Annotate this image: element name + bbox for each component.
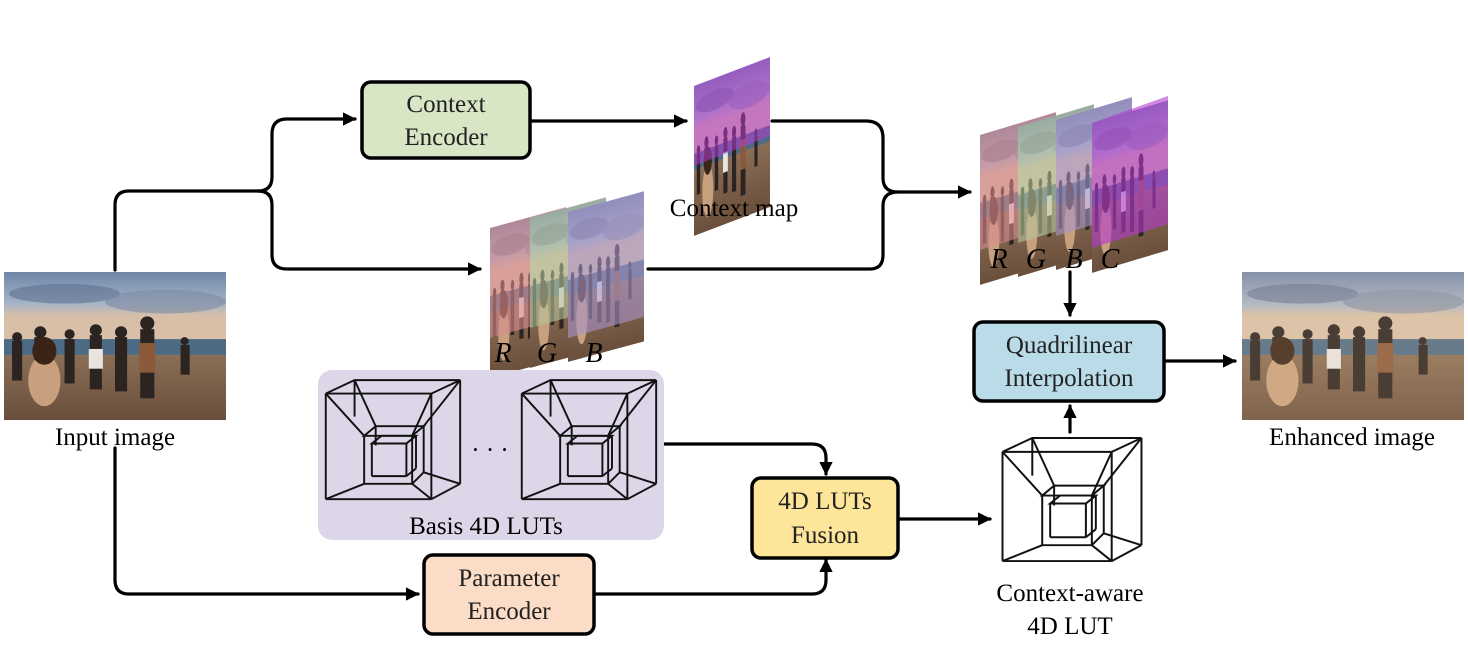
- edge-input-to-split: [113, 189, 260, 272]
- edge-basis-to-fusion: [662, 442, 833, 476]
- rgbc-tint-c: [1092, 96, 1168, 248]
- edge-split-to-rgb: [256, 189, 482, 276]
- edge-param-to-fusion: [594, 558, 833, 596]
- context-encoder-node: Context Encoder: [360, 80, 532, 160]
- context-map-label: Context map: [670, 195, 798, 222]
- input-image-label: Input image: [55, 424, 175, 451]
- lut-fusion-line2: Fusion: [791, 522, 860, 549]
- rgbc-label-b: B: [1065, 244, 1082, 275]
- basis-luts-panel: · · · Basis 4D LUTs: [318, 370, 664, 540]
- edge-input-to-param: [113, 446, 420, 601]
- param-encoder-node: Parameter Encoder: [422, 553, 596, 636]
- context-aware-lut-line2: 4D LUT: [1027, 613, 1112, 640]
- quad-interp-node: Quadrilinear Interpolation: [972, 320, 1166, 403]
- rgbc-label-g: G: [1026, 244, 1046, 275]
- rgb-label-g: G: [537, 338, 557, 369]
- rgbc-label-c: C: [1101, 244, 1120, 275]
- context-map-plane: [694, 57, 770, 236]
- param-encoder-line2: Encoder: [467, 598, 551, 625]
- rgbc-label-r: R: [989, 244, 1007, 275]
- rgb-label-r: R: [493, 338, 511, 369]
- edge-rgb-to-merge: [646, 190, 900, 271]
- rgb-label-b: B: [585, 338, 602, 369]
- quad-interp-line1: Quadrilinear: [1006, 332, 1133, 359]
- basis-luts-label: Basis 4D LUTs: [409, 513, 563, 540]
- input-image: [4, 272, 226, 420]
- rgbc-stack: [980, 96, 1168, 285]
- rgb-plane-b: [568, 191, 644, 362]
- context-encoder-line2: Encoder: [404, 124, 488, 151]
- context-map-tint: [694, 57, 770, 166]
- rgb-stack: [490, 191, 644, 378]
- context-encoder-line1: Context: [406, 91, 485, 118]
- edge-split-to-context-encoder: [256, 112, 357, 193]
- lut-fusion-node: 4D LUTs Fusion: [750, 476, 900, 560]
- lut-fusion-box: [750, 476, 900, 560]
- rgbc-plane-c: [1092, 96, 1168, 273]
- param-encoder-line1: Parameter: [458, 565, 560, 592]
- enhanced-image: [1242, 272, 1464, 420]
- param-encoder-box: [422, 553, 596, 636]
- quad-interp-line2: Interpolation: [1004, 365, 1134, 392]
- edge-map-to-merge: [770, 119, 972, 199]
- context-aware-lut-line1: Context-aware: [996, 580, 1143, 607]
- enhanced-image-label: Enhanced image: [1269, 424, 1435, 451]
- lut-fusion-line1: 4D LUTs: [778, 488, 871, 515]
- context-aware-lut-cube: [1001, 436, 1143, 563]
- basis-luts-ellipsis: · · ·: [471, 437, 508, 464]
- basis-luts-background: [318, 370, 664, 540]
- rgb-tint-b: [568, 191, 644, 338]
- context-encoder-box: [360, 80, 532, 160]
- quad-interp-box: [972, 320, 1166, 403]
